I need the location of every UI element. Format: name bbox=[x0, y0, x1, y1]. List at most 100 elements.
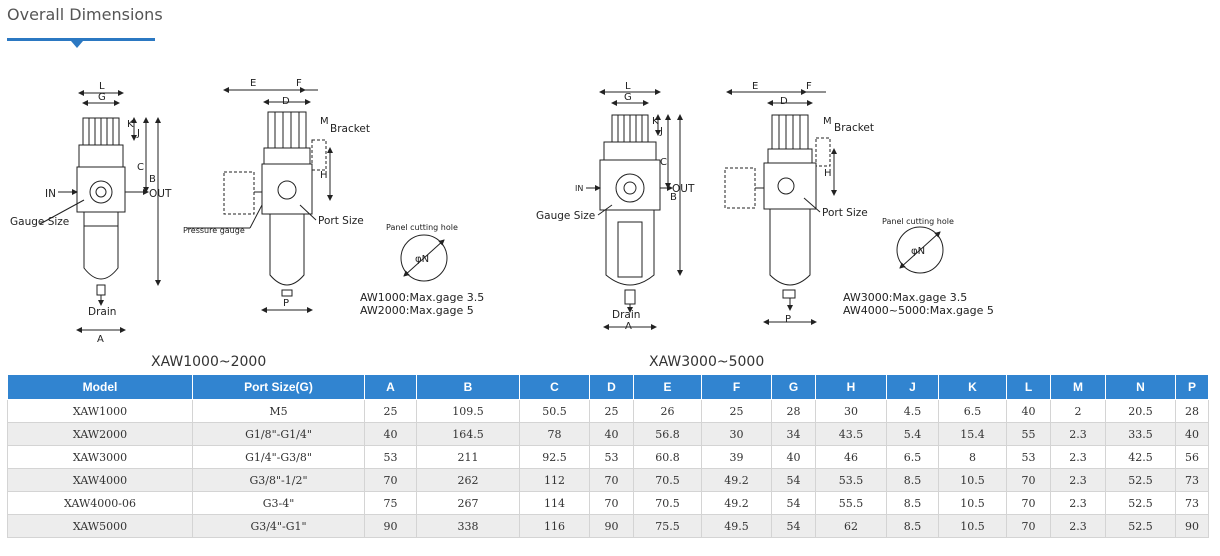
cell-j: 4.5 bbox=[886, 399, 939, 423]
cell-d: 53 bbox=[589, 445, 634, 469]
dim-P-label: P bbox=[283, 298, 289, 309]
dim-G-label-right: G bbox=[624, 92, 632, 103]
in-label-right: IN bbox=[575, 184, 583, 193]
cell-f: 39 bbox=[701, 445, 772, 469]
cell-h: 53.5 bbox=[815, 468, 887, 492]
in-label: IN bbox=[45, 188, 56, 200]
cell-j: 5.4 bbox=[886, 422, 939, 446]
cell-p: 40 bbox=[1175, 422, 1209, 446]
col-header-b: B bbox=[416, 374, 520, 400]
dim-B-label-right: B bbox=[670, 192, 677, 203]
pressure-gauge-label: Pressure gauge bbox=[183, 226, 245, 235]
max-gage-note-2: AW2000:Max.gage 5 bbox=[360, 304, 474, 317]
left-side-view bbox=[187, 87, 333, 313]
cell-h: 46 bbox=[815, 445, 887, 469]
cell-port-size: G3/4"-G1" bbox=[192, 514, 365, 538]
cell-j: 8.5 bbox=[886, 514, 939, 538]
cell-k: 10.5 bbox=[938, 514, 1007, 538]
cell-f: 49.2 bbox=[701, 491, 772, 515]
cell-m: 2.3 bbox=[1050, 422, 1106, 446]
cell-h: 30 bbox=[815, 399, 887, 423]
dimensions-table: Model Port Size(G) A B C D E F G H J K L… bbox=[7, 374, 1209, 538]
cell-n: 52.5 bbox=[1105, 491, 1176, 515]
cell-b: 338 bbox=[416, 514, 520, 538]
cell-b: 211 bbox=[416, 445, 520, 469]
cell-k: 15.4 bbox=[938, 422, 1007, 446]
left-panel-hole bbox=[400, 234, 448, 282]
cell-model: XAW5000 bbox=[7, 514, 193, 538]
cell-l: 53 bbox=[1006, 445, 1051, 469]
cell-n: 42.5 bbox=[1105, 445, 1176, 469]
cell-model: XAW1000 bbox=[7, 399, 193, 423]
cell-p: 73 bbox=[1175, 468, 1209, 492]
right-panel-hole bbox=[896, 226, 944, 274]
max-gage-note-right-1: AW3000:Max.gage 3.5 bbox=[843, 291, 967, 304]
dim-K-label-right: K bbox=[652, 116, 659, 127]
phi-n-label: φN bbox=[415, 254, 429, 265]
cell-j: 8.5 bbox=[886, 491, 939, 515]
cell-k: 10.5 bbox=[938, 491, 1007, 515]
cell-a: 70 bbox=[364, 468, 417, 492]
cell-port-size: G1/8"-G1/4" bbox=[192, 422, 365, 446]
dim-E-label: E bbox=[250, 78, 256, 89]
series-label-right: XAW3000~5000 bbox=[649, 354, 764, 370]
panel-cutting-hole-label: Panel cutting hole bbox=[386, 223, 458, 232]
bracket-label: Bracket bbox=[330, 123, 370, 135]
cell-a: 53 bbox=[364, 445, 417, 469]
cell-a: 75 bbox=[364, 491, 417, 515]
cell-d: 70 bbox=[589, 468, 634, 492]
table-header-row: Model Port Size(G) A B C D E F G H J K L… bbox=[7, 374, 1209, 400]
dim-D-label-right: D bbox=[780, 96, 788, 107]
right-front-view bbox=[586, 89, 683, 330]
cell-c: 50.5 bbox=[519, 399, 590, 423]
cell-h: 62 bbox=[815, 514, 887, 538]
dim-H-label: H bbox=[320, 170, 328, 181]
cell-k: 6.5 bbox=[938, 399, 1007, 423]
dim-K-label: K bbox=[127, 119, 134, 130]
cell-l: 70 bbox=[1006, 491, 1051, 515]
dim-E-label-right: E bbox=[752, 81, 758, 92]
cell-m: 2.3 bbox=[1050, 468, 1106, 492]
dim-M-label: M bbox=[320, 116, 329, 127]
dim-M-label-right: M bbox=[823, 116, 832, 127]
cell-g: 54 bbox=[771, 514, 816, 538]
col-header-k: K bbox=[938, 374, 1007, 400]
col-header-h: H bbox=[815, 374, 887, 400]
dim-L-label-right: L bbox=[625, 81, 631, 92]
cell-p: 56 bbox=[1175, 445, 1209, 469]
cell-e: 70.5 bbox=[633, 468, 702, 492]
cell-b: 262 bbox=[416, 468, 520, 492]
dim-A-label-right: A bbox=[625, 321, 632, 332]
cell-b: 109.5 bbox=[416, 399, 520, 423]
col-header-e: E bbox=[633, 374, 702, 400]
cell-model: XAW4000-06 bbox=[7, 491, 193, 515]
out-label-right: OUT bbox=[672, 183, 695, 195]
max-gage-note-right-2: AW4000~5000:Max.gage 5 bbox=[843, 304, 994, 317]
dim-D-label: D bbox=[282, 96, 290, 107]
dim-F-label-right: F bbox=[806, 81, 812, 92]
left-front-view bbox=[39, 90, 161, 333]
dim-F-label: F bbox=[296, 78, 302, 89]
cell-e: 70.5 bbox=[633, 491, 702, 515]
max-gage-note-1: AW1000:Max.gage 3.5 bbox=[360, 291, 484, 304]
cell-j: 6.5 bbox=[886, 445, 939, 469]
port-size-label: Port Size bbox=[318, 215, 364, 227]
cell-e: 60.8 bbox=[633, 445, 702, 469]
cell-c: 112 bbox=[519, 468, 590, 492]
right-side-view bbox=[724, 89, 837, 325]
cell-g: 40 bbox=[771, 445, 816, 469]
cell-port-size: G1/4"-G3/8" bbox=[192, 445, 365, 469]
cell-l: 70 bbox=[1006, 468, 1051, 492]
cell-h: 55.5 bbox=[815, 491, 887, 515]
cell-k: 8 bbox=[938, 445, 1007, 469]
cell-e: 26 bbox=[633, 399, 702, 423]
gauge-size-label: Gauge Size bbox=[10, 216, 69, 228]
dim-J-label-right: J bbox=[659, 126, 663, 137]
col-header-j: J bbox=[886, 374, 939, 400]
gauge-size-label-right: Gauge Size bbox=[536, 210, 595, 222]
dim-G-label: G bbox=[98, 92, 106, 103]
cell-g: 54 bbox=[771, 491, 816, 515]
